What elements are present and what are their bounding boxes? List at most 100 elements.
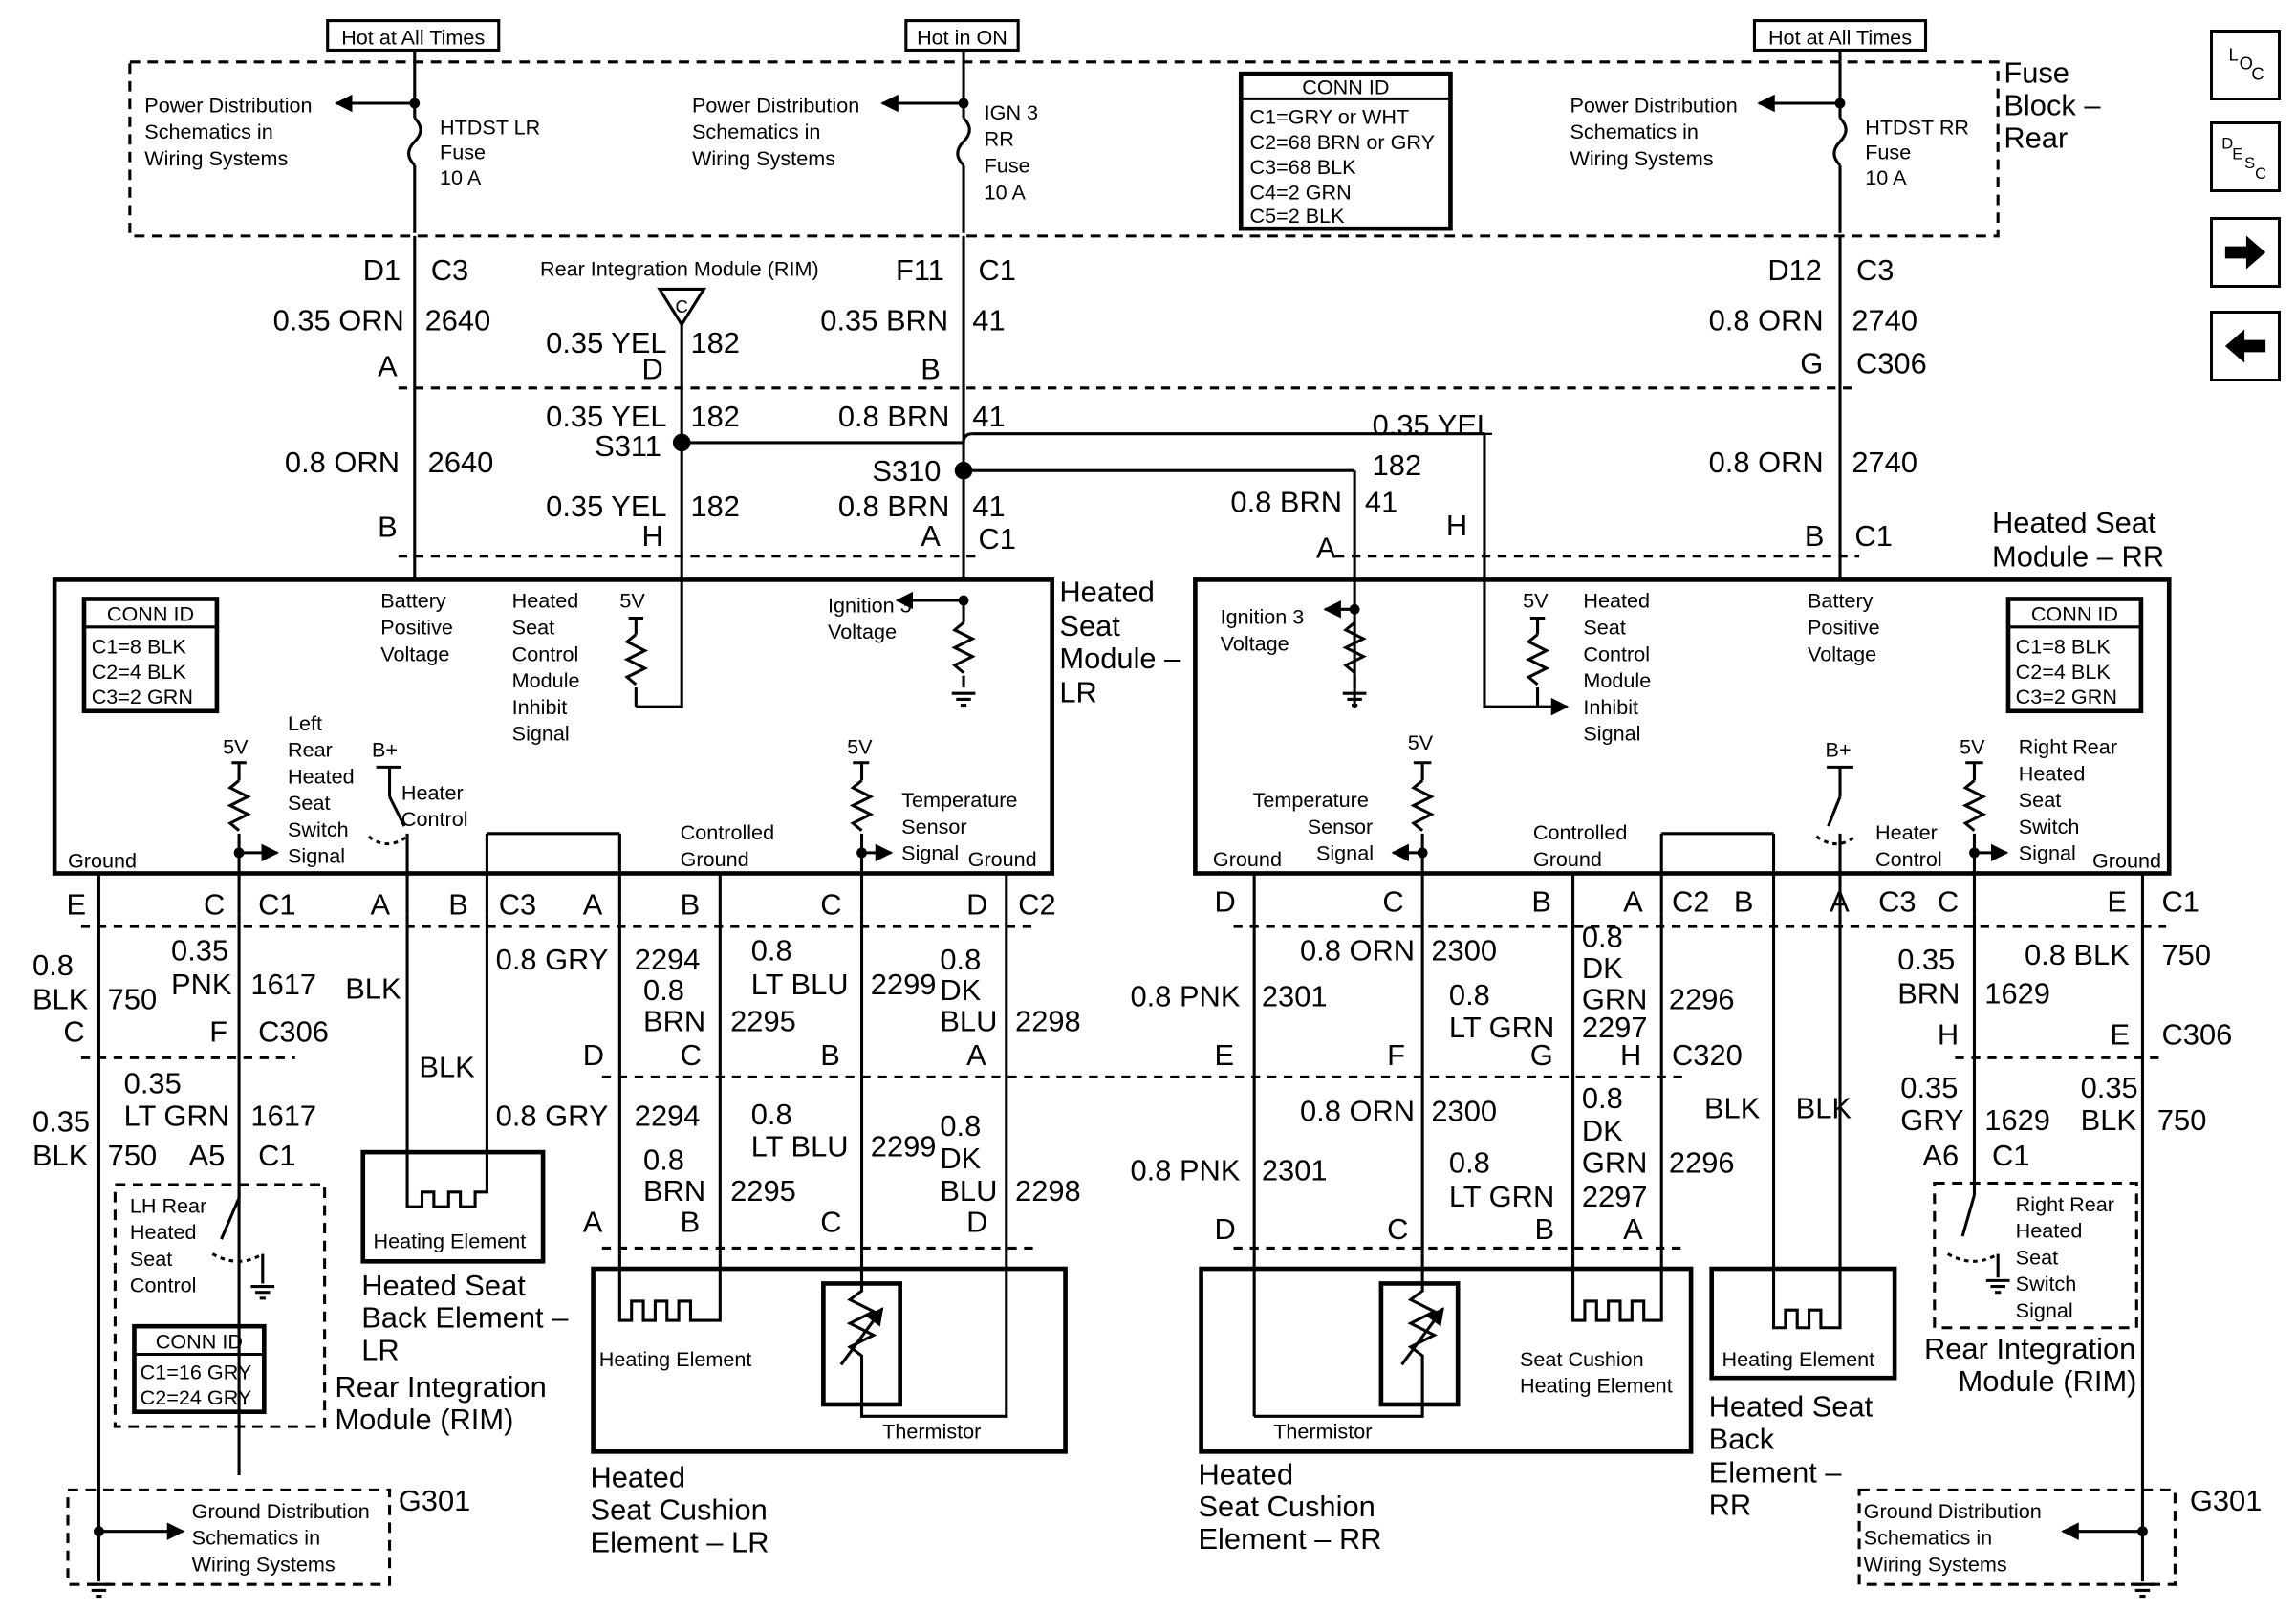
ll-w08c: 0.8 [751, 934, 792, 968]
ll-gnd-dist-3: Wiring Systems [192, 1552, 336, 1576]
ll-heat-el: Heating Element [374, 1229, 527, 1252]
lr2-1629b: 1629 [1984, 1103, 2050, 1137]
rr-switch-4: Switch [2019, 815, 2080, 838]
lr2-w08d: 0.8 [1582, 1081, 1623, 1115]
ll-cushion-3: Element – LR [590, 1525, 769, 1558]
ll-w08g: 0.8 [940, 1109, 981, 1143]
rr-bplus: B+ [1826, 738, 1852, 762]
lr-ign-2: Voltage [828, 620, 897, 643]
fuse-block-outline [128, 60, 2000, 238]
circuit-41a: 41 [972, 304, 1005, 337]
rr-inhibit-3: Control [1583, 642, 1650, 665]
ll-pnk: PNK [171, 968, 232, 1001]
pd-rr-1: Power Distribution [1570, 93, 1737, 117]
lr2-back-el-1: Heated Seat [1709, 1389, 1874, 1423]
ll-2295b: 2295 [730, 1174, 796, 1208]
fuse-ign-4: 10 A [985, 180, 1027, 204]
desc-button[interactable]: D E S C [2210, 121, 2281, 192]
ll-gnd-dist-2: Schematics in [192, 1526, 320, 1550]
ll-2299: 2299 [871, 968, 937, 1001]
conn-id-fuse-2: C2=68 BRN or GRY [1250, 130, 1435, 154]
lr2-blk2: BLK [1796, 1092, 1852, 1125]
wire-08brn-a: 0.8 BRN [838, 400, 950, 433]
rr-batt-1: Battery [1808, 589, 1874, 613]
pin-h-mod: H [642, 519, 663, 553]
loc-button[interactable]: L O C [2210, 30, 2281, 100]
ll-w08f: 0.8 [751, 1098, 792, 1131]
conn-c1-rr: C1 [1854, 519, 1892, 553]
pin-h-rr: H [1446, 509, 1467, 542]
lr2-ltgrn2: LT GRN [1449, 1180, 1554, 1213]
fuse-block-title-1: Fuse [2004, 55, 2069, 89]
loc-icon: L O C [2229, 44, 2264, 83]
ll-pin-d5: D [966, 1205, 987, 1238]
conn-id-rr-2: C2=4 BLK [2016, 660, 2112, 684]
ll-1617b: 1617 [250, 1099, 316, 1132]
lr2-pin-a4: A [1623, 1212, 1643, 1246]
rr-ctrl-gnd-2: Ground [1533, 847, 1602, 871]
lr2-back-el-2: Back [1709, 1422, 1775, 1455]
ll-back-el-1: Heated Seat [361, 1269, 526, 1302]
ll-pin-d3: D [583, 1038, 604, 1072]
lr-5v-c: 5V [847, 734, 873, 758]
lr2-rr-switch-4: Switch [2016, 1272, 2077, 1295]
lr2-dk: DK [1582, 951, 1623, 985]
ll-pin-a2: A [583, 888, 603, 922]
wire-08orn-a: 0.8 ORN [1709, 304, 1824, 337]
lr2-w08b: 0.8 [1582, 921, 1623, 954]
previous-button[interactable] [2210, 311, 2281, 381]
rr-inhibit-2: Seat [1583, 616, 1625, 640]
rr-5v-b: 5V [1408, 730, 1434, 754]
desc-s: S [2244, 154, 2255, 172]
pd-lr-1: Power Distribution [144, 93, 312, 117]
conn-id-rim-2: C2=24 GRY [141, 1385, 252, 1409]
lr2-conn-c3: C3 [1878, 885, 1916, 919]
ll-lh-switch-3: Seat [130, 1247, 172, 1271]
ll-2295: 2295 [730, 1005, 796, 1038]
ll-lh-switch-1: LH Rear [130, 1193, 206, 1217]
lr2-gnd-dist-1: Ground Distribution [1864, 1499, 2042, 1523]
ll-1617: 1617 [250, 968, 316, 1001]
conn-id-rim-title: CONN ID [156, 1329, 243, 1353]
module-rr-title-2: Module – RR [1992, 540, 2164, 574]
ll-w035c: 0.35 [32, 1105, 90, 1139]
pd-rr-3: Wiring Systems [1570, 146, 1713, 170]
rr-switch-2: Heated [2019, 761, 2086, 785]
lr2-pnk: 0.8 PNK [1130, 979, 1240, 1012]
ll-g301: G301 [399, 1484, 471, 1517]
ll-pin-c5: C [820, 1205, 841, 1238]
lr2-rr-switch-2: Heated [2016, 1219, 2083, 1243]
ll-pin-c3: C [63, 1014, 84, 1048]
lr2-conn-c306: C306 [2162, 1017, 2233, 1051]
circuit-41b: 41 [972, 400, 1005, 433]
pd-ign-2: Schematics in [692, 120, 820, 143]
lr2-conn-c320: C320 [1672, 1038, 1743, 1072]
lr2-pin-a: A [1623, 885, 1643, 919]
fuse-block-title-3: Rear [2004, 120, 2068, 154]
ll-conn-c2: C2 [1018, 888, 1055, 922]
lr-switch-4: Seat [288, 791, 330, 815]
lr2-750b: 750 [2157, 1103, 2207, 1137]
conn-c1-mod: C1 [978, 522, 1015, 555]
lr2-pin-f: F [1387, 1038, 1405, 1072]
rr-heater-2: Control [1875, 847, 1942, 871]
ll-2299b: 2299 [871, 1130, 937, 1164]
lr-5v-b: 5V [223, 734, 249, 758]
circuit-2640a: 2640 [425, 304, 491, 337]
pd-rr-2: Schematics in [1570, 120, 1698, 143]
lr2-conn-c1: C1 [2162, 885, 2199, 919]
rr-ign-2: Voltage [1221, 631, 1289, 655]
fuse-lr-1: HTDST LR [440, 115, 540, 139]
lr-switch-3: Heated [288, 764, 355, 788]
pd-lr-3: Wiring Systems [144, 146, 288, 170]
lr2-dk2: DK [1582, 1114, 1623, 1147]
rr-batt-2: Positive [1808, 616, 1880, 640]
ll-blk: BLK [32, 982, 89, 1015]
conn-id-lr-3: C3=2 GRN [92, 685, 193, 708]
ll-pin-b4: B [820, 1038, 840, 1072]
ll-pin-d2: D [966, 888, 987, 922]
lr2-w035b: 0.35 [1900, 1071, 1958, 1104]
ll-ltgrn: LT GRN [124, 1099, 229, 1132]
next-button[interactable] [2210, 217, 2281, 288]
